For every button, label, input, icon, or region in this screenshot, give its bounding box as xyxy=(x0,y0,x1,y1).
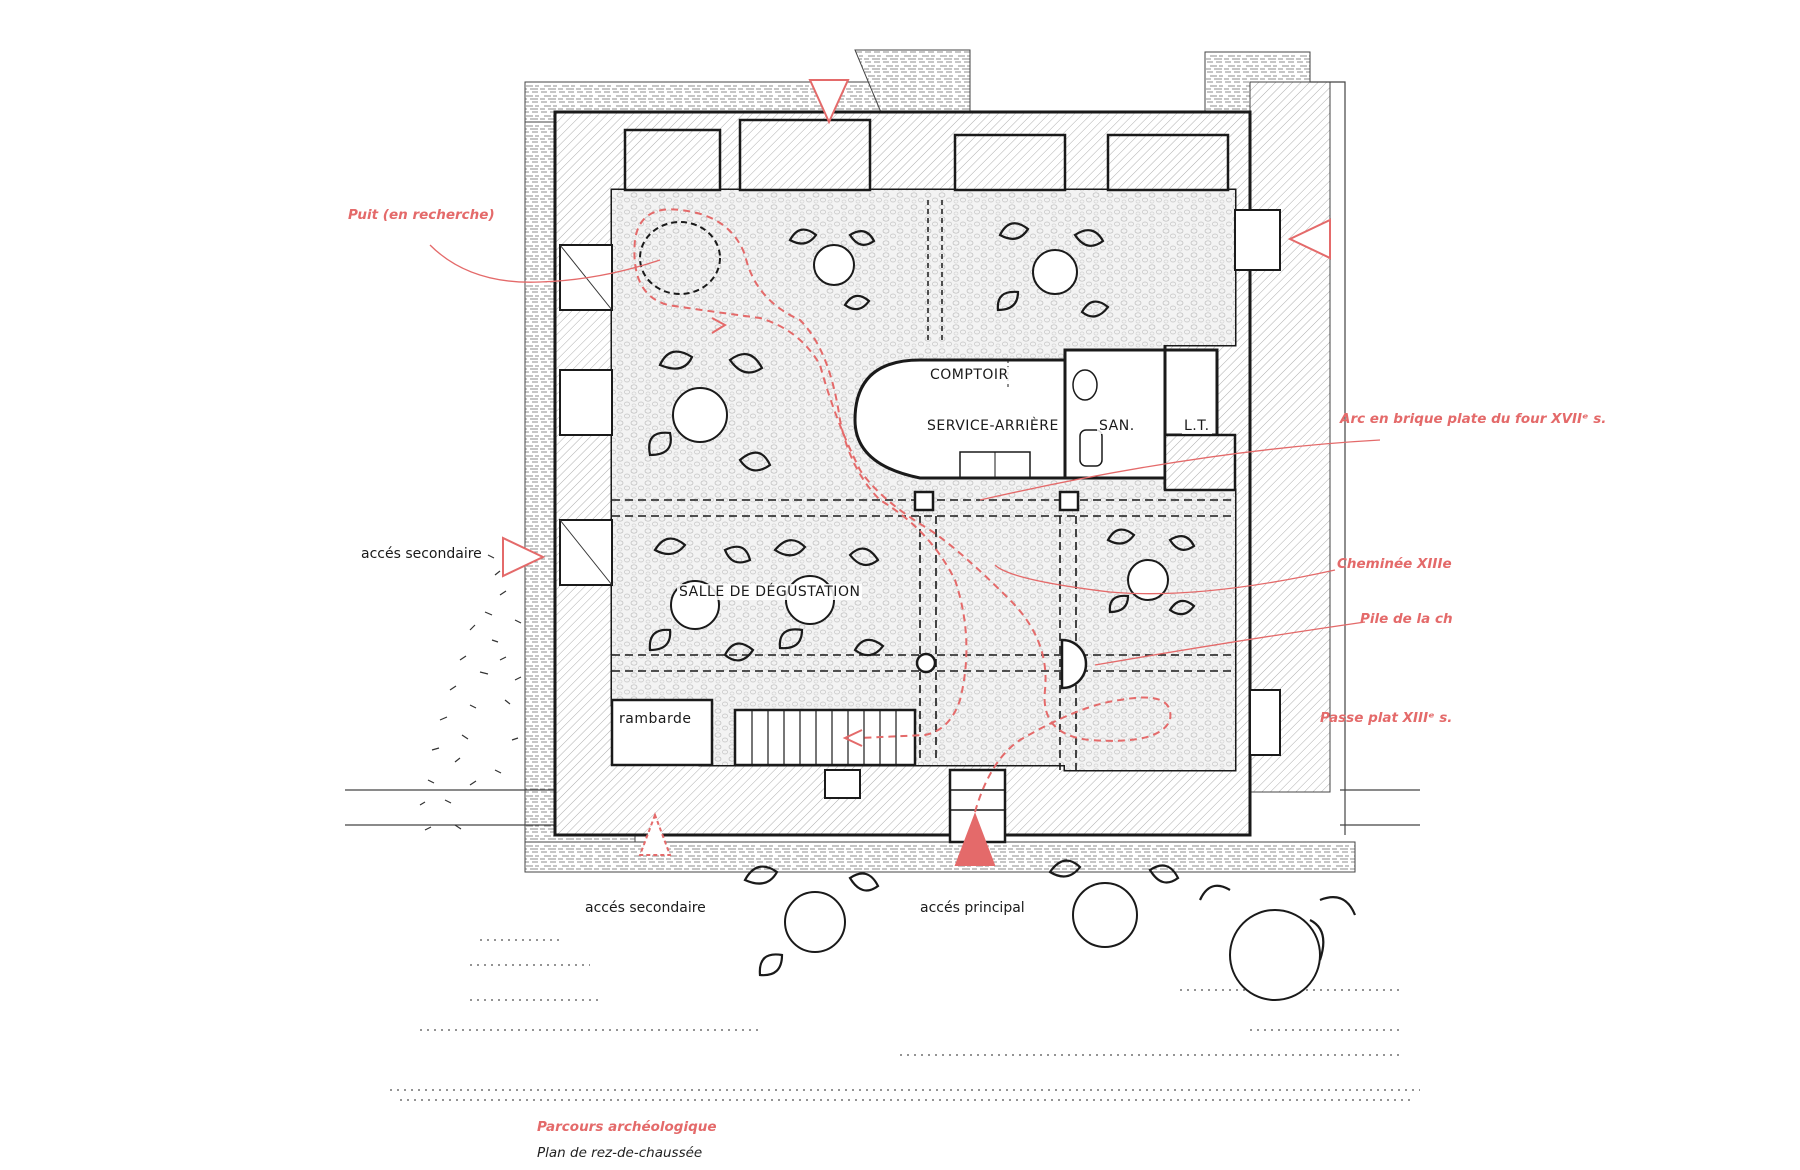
room-label-service: SERVICE-ARRIÈRE xyxy=(925,418,1061,434)
annotation-puit: Puit (en recherche) xyxy=(348,207,495,223)
path-arrowhead-2 xyxy=(711,317,728,334)
access-triangle-west xyxy=(502,536,546,578)
chairs xyxy=(648,222,1357,977)
legend-parcours: Parcours archéologique xyxy=(537,1119,717,1135)
access-triangle-south xyxy=(638,812,672,856)
rubble-texture xyxy=(419,554,522,831)
legend-plan: Plan de rez-de-chaussée xyxy=(537,1145,703,1161)
access-label-west: accés secondaire xyxy=(361,546,482,562)
access-label-south: accés secondaire xyxy=(585,900,706,916)
building xyxy=(553,110,1281,844)
path-arrowhead xyxy=(842,729,863,747)
annotation-passe: Passe plat XIIIᵉ s. xyxy=(1320,710,1453,726)
archaeological-path xyxy=(633,208,1172,813)
annotation-arc: Arc en brique plate du four XVIIᵉ s. xyxy=(1340,411,1607,427)
access-triangle-main xyxy=(954,812,996,866)
room-label-rambarde: rambarde xyxy=(617,711,694,727)
annotation-cheminee: Cheminée XIIIe xyxy=(1337,556,1452,572)
room-label-salle: SALLE DE DÉGUSTATION xyxy=(677,584,863,600)
room-label-lt: L.T. xyxy=(1182,418,1212,434)
access-label-main: accés principal xyxy=(920,900,1025,916)
room-label-san: SAN. xyxy=(1097,418,1137,434)
ground-texture xyxy=(390,939,1420,1101)
annotation-leaders xyxy=(429,244,1381,666)
well-outline xyxy=(639,221,721,295)
room-label-comptoir: COMPTOIR xyxy=(928,367,1011,383)
access-triangle-east xyxy=(1287,218,1331,260)
annotation-pile: Pile de la ch xyxy=(1360,611,1453,627)
access-triangle-north xyxy=(808,79,850,125)
